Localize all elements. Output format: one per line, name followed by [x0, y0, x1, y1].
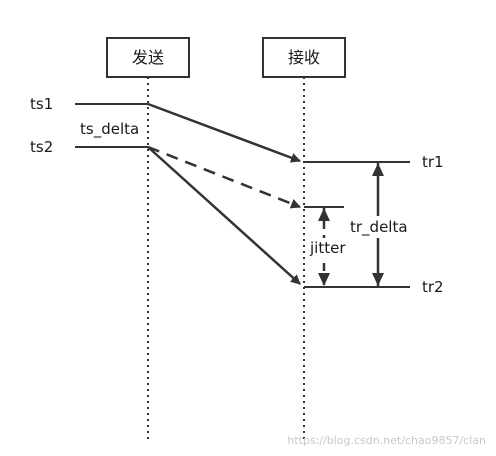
jitter-arrow [318, 207, 330, 287]
receiver-label: 接收 [288, 48, 320, 67]
ts1-label: ts1 [30, 95, 53, 113]
tr2-label: tr2 [422, 278, 444, 296]
ts-delta-label: ts_delta [80, 120, 139, 139]
sender-label: 发送 [132, 48, 164, 67]
packet1-arrow [147, 102, 301, 163]
receiver-box: 接收 [262, 37, 346, 78]
watermark: https://blog.csdn.net/chao9857/clan [287, 434, 486, 447]
packet2-arrow [147, 146, 301, 285]
sender-box: 发送 [106, 37, 190, 78]
tr1-label: tr1 [422, 153, 444, 171]
tr-delta-label: tr_delta [350, 218, 408, 237]
jitter-label: jitter [309, 239, 346, 257]
expected-packet2-arrow [147, 145, 301, 209]
ts2-label: ts2 [30, 138, 53, 156]
